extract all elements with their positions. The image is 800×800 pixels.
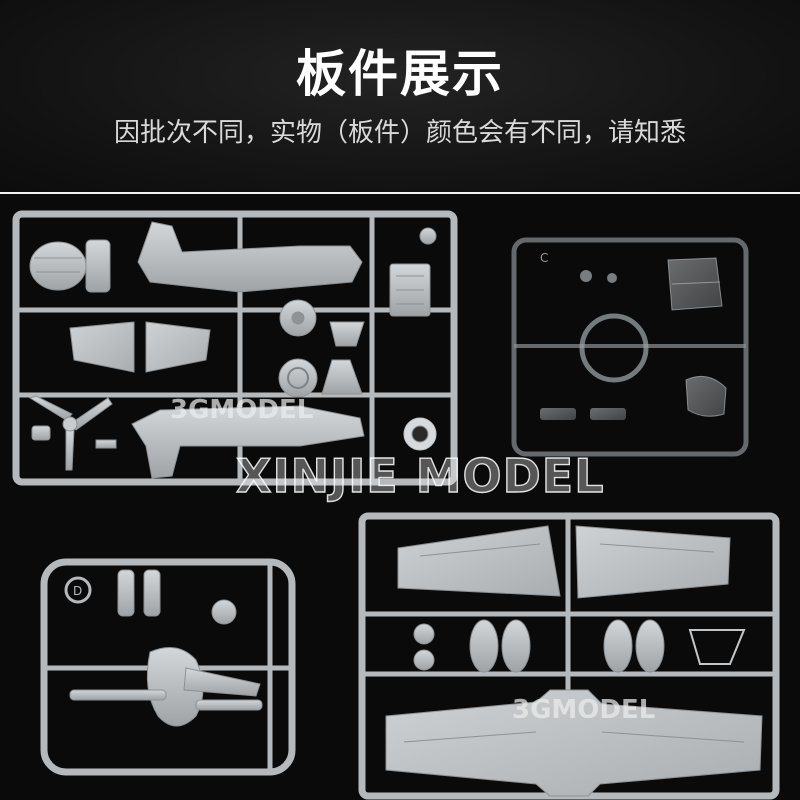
watermark-center: XINJIE MODEL xyxy=(236,449,605,503)
header: 板件展示 因批次不同，实物（板件）颜色会有不同，请知悉 xyxy=(0,0,800,192)
watermark-lower: 3GMODEL xyxy=(512,695,655,725)
clear-sprue-letter: C xyxy=(540,251,548,265)
page-subtitle: 因批次不同，实物（板件）颜色会有不同，请知悉 xyxy=(113,118,686,148)
sprue-clear-parts: C xyxy=(511,237,749,457)
sprue-wings xyxy=(358,512,780,800)
figure-sprue-letter: D xyxy=(73,584,82,598)
page-title: 板件展示 xyxy=(296,45,504,103)
sprue-figure: D xyxy=(40,558,296,776)
sprue-fuselage xyxy=(12,210,458,486)
header-divider xyxy=(0,192,800,194)
sprue-photo: C D xyxy=(0,194,800,800)
watermark-upper: 3GMODEL xyxy=(170,395,313,425)
